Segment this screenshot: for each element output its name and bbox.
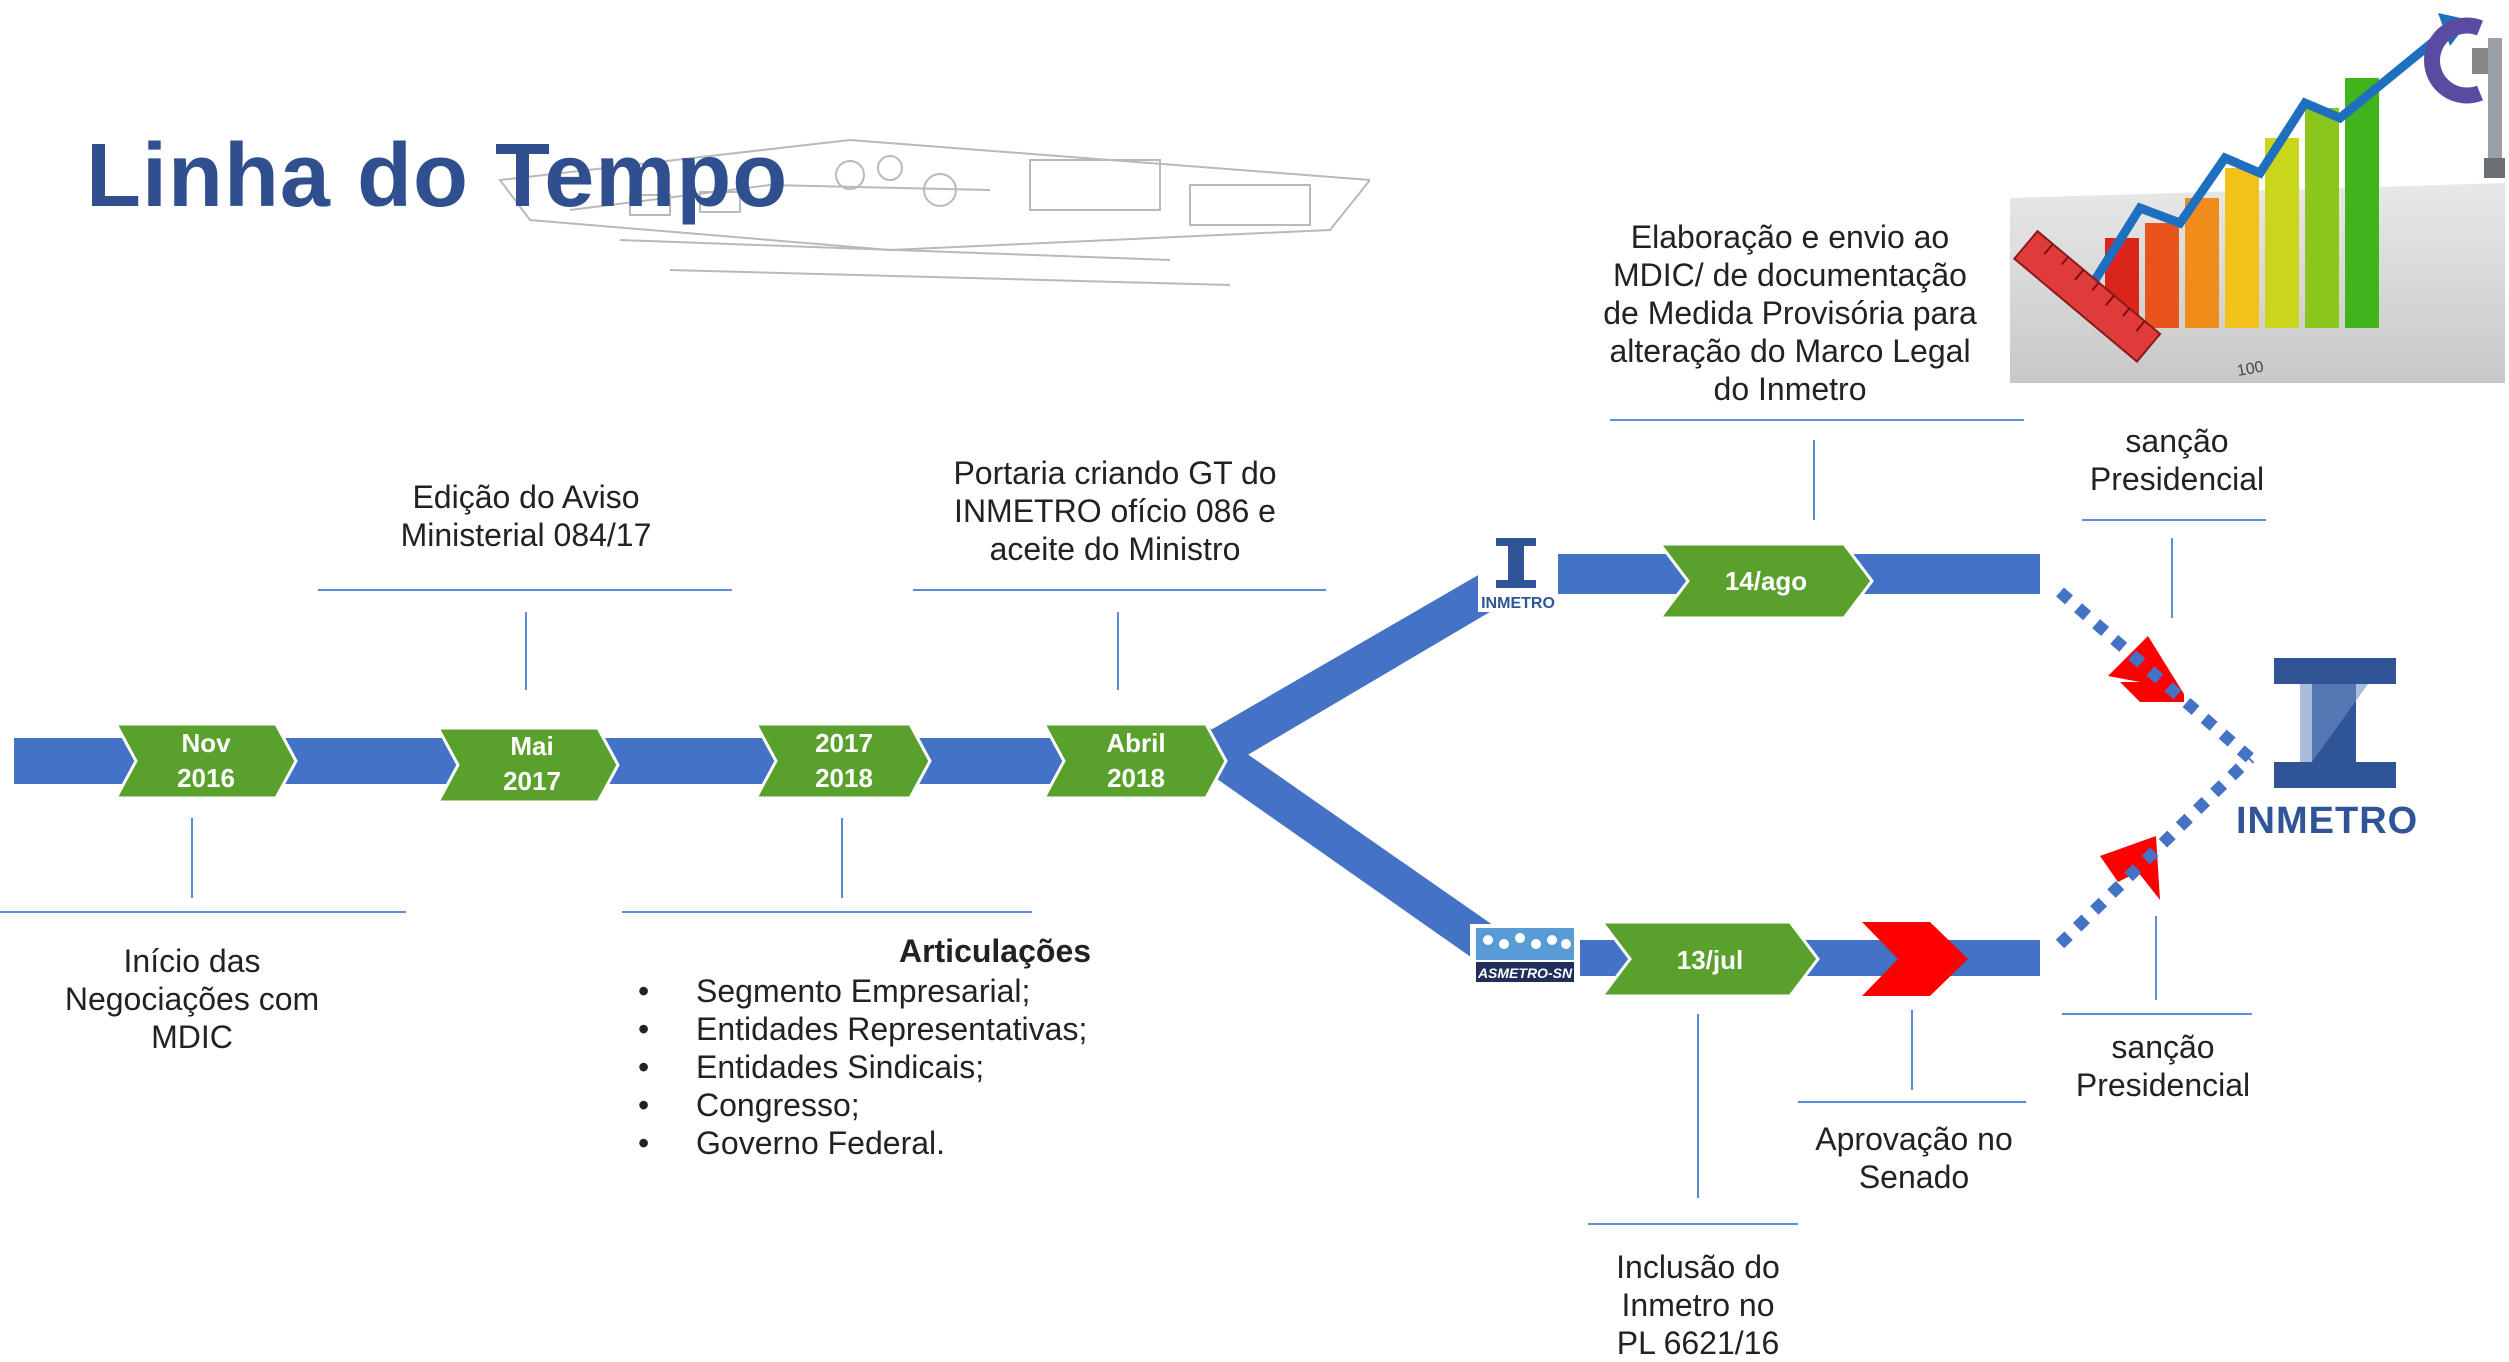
milestone-label: 14/ago [1725, 566, 1807, 596]
label-inclusao-pl: Inclusão do Inmetro no PL 6621/16 [1616, 1249, 1780, 1361]
list-item-text: Governo Federal. [696, 1125, 946, 1161]
red-arrow-senado [1862, 922, 1968, 996]
list-item: •Segmento Empresarial; [638, 973, 1031, 1009]
label-portaria-gt: Portaria criando GT do INMETRO ofício 08… [953, 455, 1277, 567]
page-title: Linha do Tempo [86, 126, 789, 226]
milestone-2017-2018: 2017 2018 [753, 722, 932, 800]
list-item-text: Segmento Empresarial; [696, 973, 1031, 1009]
label-sancao-upper: sanção Presidencial [2089, 423, 2265, 497]
upper-branch-diagonal [1190, 574, 1500, 776]
milestone-label: 2016 [177, 763, 235, 793]
milestone-label: 2018 [815, 763, 873, 793]
asmetro-logo-text: ASMETRO-SN [1477, 965, 1573, 981]
articulacoes-heading: Articulações [898, 933, 1092, 969]
milestone-14-ago: 14/ago [1656, 542, 1874, 620]
list-item: •Congresso; [638, 1087, 860, 1123]
chart-tick-label: 100 [2236, 359, 2265, 380]
red-arrow-upper [2108, 636, 2184, 702]
milestone-label: Mai [510, 731, 553, 761]
milestone-label: Abril [1106, 728, 1165, 758]
dotted-convergence [2055, 587, 2255, 949]
milestone-label: 2018 [1107, 763, 1165, 793]
label-elaboracao-mp: Elaboração e envio ao MDIC/ de documenta… [1603, 219, 1977, 407]
list-item: •Entidades Sindicais; [638, 1049, 985, 1085]
inmetro-small-logo: INMETRO [1478, 536, 1558, 612]
milestone-chevrons: Nov 2016 Mai 2017 2017 2018 Abril 2018 1… [113, 542, 1874, 998]
articulacoes-block: Articulações •Segmento Empresarial; •Ent… [620, 932, 1310, 1162]
list-item: •Entidades Representativas; [638, 1011, 1088, 1047]
building-sketch [498, 138, 1370, 286]
milestone-abril-2018: Abril 2018 [1041, 722, 1228, 800]
articulacoes-list: •Segmento Empresarial; •Entidades Repres… [620, 972, 1310, 1162]
inmetro-large-logo-text: INMETRO [2236, 800, 2419, 842]
milestone-13-jul: 13/jul [1598, 920, 1820, 998]
inmetro-small-logo-text: INMETRO [1481, 595, 1555, 612]
milestone-mai-2017: Mai 2017 [435, 726, 620, 804]
milestone-nov-2016: Nov 2016 [113, 722, 298, 800]
inmetro-large-logo [2274, 658, 2396, 788]
list-item-text: Entidades Sindicais; [696, 1049, 985, 1085]
label-inicio-negociacoes: Início das Negociações com MDIC [64, 943, 320, 1055]
milestone-label: 2017 [503, 766, 561, 796]
label-sancao-lower: sanção Presidencial [2075, 1029, 2251, 1103]
milestone-label: Nov [181, 728, 231, 758]
lower-branch-diagonal [1190, 728, 1500, 962]
list-item: •Governo Federal. [638, 1125, 946, 1161]
milestone-label: 2017 [815, 728, 873, 758]
label-edicao-aviso: Edição do Aviso Ministerial 084/17 [400, 479, 652, 553]
growth-chart-image: 100 [2010, 13, 2505, 383]
list-item-text: Entidades Representativas; [696, 1011, 1088, 1047]
label-aprovacao-senado: Aprovação no Senado [1815, 1121, 2013, 1195]
micrometer-icon [2424, 17, 2505, 178]
milestone-label: 13/jul [1677, 945, 1743, 975]
asmetro-logo: ASMETRO-SN [1470, 924, 1580, 986]
list-item-text: Congresso; [696, 1087, 860, 1123]
